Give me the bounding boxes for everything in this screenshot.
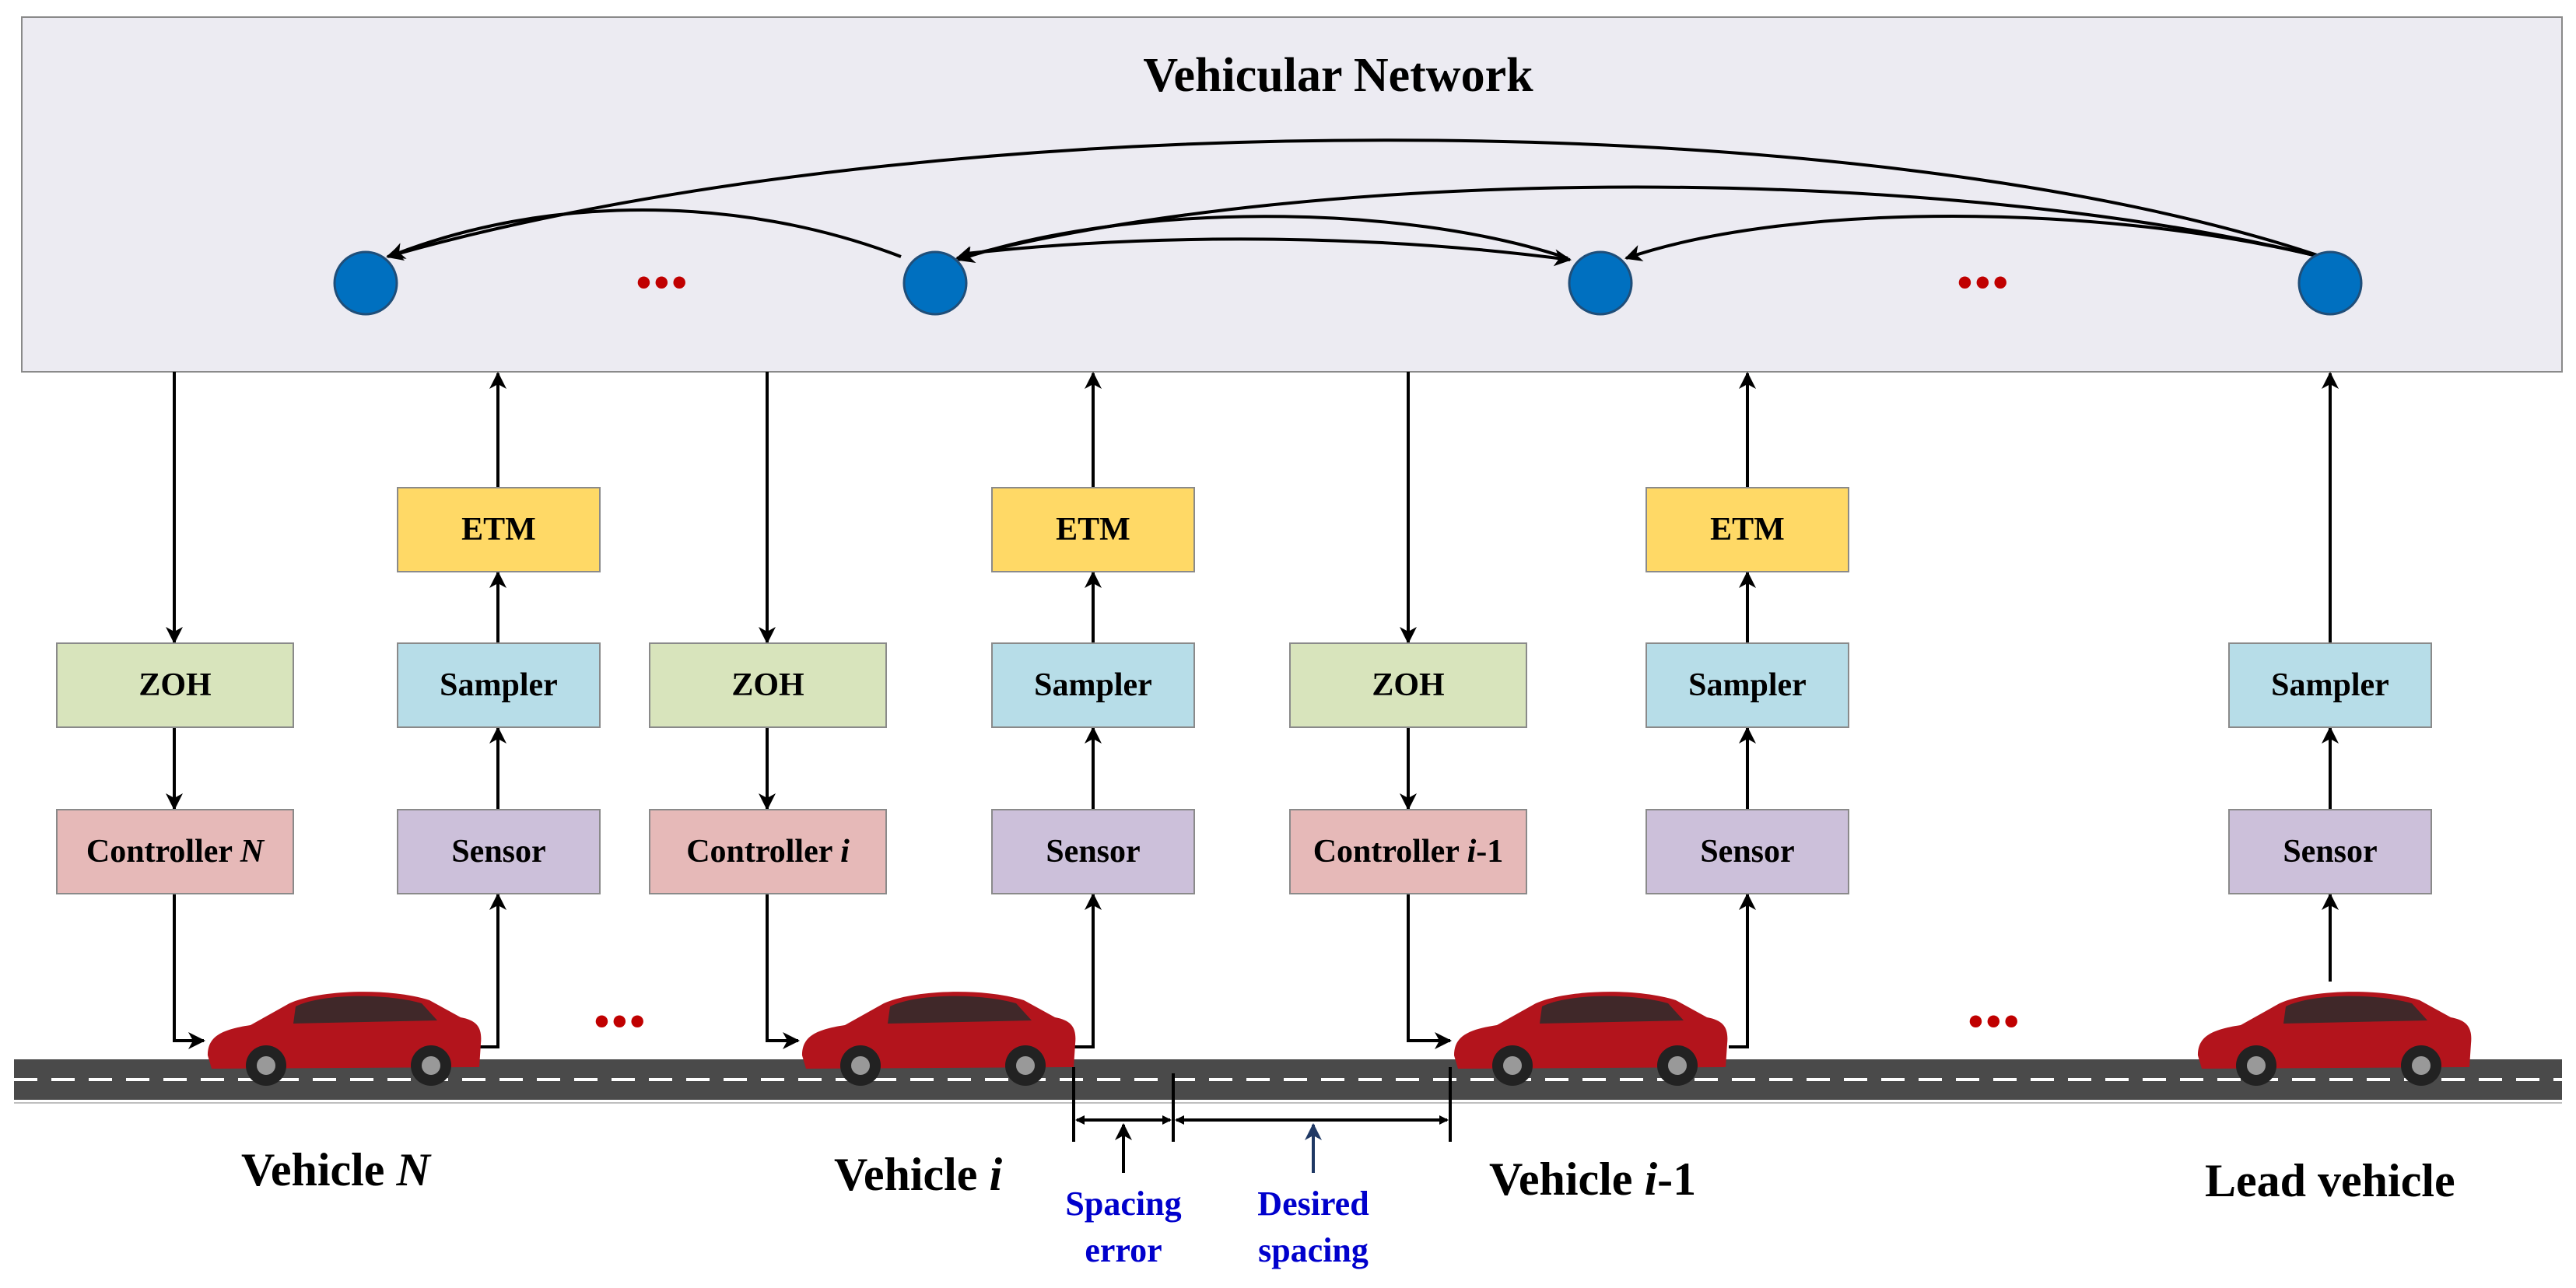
controller-label: Controller [686,834,841,870]
sensor-block-i1: Sensor [1645,809,1849,894]
edge-i-to-i1 [966,237,1572,267]
controller-block-i1: Controller i-1 [1289,809,1527,894]
network-node-i [902,250,968,316]
network-node-i1 [1568,250,1633,316]
controller-suffix: -1 [1476,834,1504,870]
spacing-dimension [1072,1067,1452,1173]
sensor-block-lead: Sensor [2228,809,2432,894]
controller-label: Controller [86,834,240,870]
network-title: Vehicular Network [1143,49,1533,102]
sampler-block-i1: Sampler [1645,642,1849,728]
controller-block-i: Controller i [649,809,887,894]
controller-index: i [1467,834,1477,870]
controller-label: Controller [1313,834,1467,870]
etm-block-i: ETM [991,487,1195,572]
link-controller-to-car-N [173,894,205,1049]
etm-block-i1: ETM [1645,487,1849,572]
zoh-block-i1: ZOH [1289,642,1527,728]
car-N [208,992,482,1086]
sampler-block-N: Sampler [397,642,601,728]
zoh-block-N: ZOH [56,642,294,728]
link-car-to-sensor-i [1074,893,1102,1048]
sensor-block-N: Sensor [397,809,601,894]
car-lead [2198,992,2472,1086]
link-controller-to-car-i1 [1407,894,1452,1049]
controller-block-N: Controller N [56,809,294,894]
vehicle-label-i1: Vehicle i-1 [1489,1153,1697,1205]
link-controller-to-car-i [766,894,800,1049]
network-node-lead [2297,250,2363,316]
etm-block-N: ETM [397,487,601,572]
edge-lead-to-i1 [1624,215,2327,261]
link-car-to-sensor-N [478,893,506,1048]
car-i1 [1454,992,1728,1086]
edge-i-to-N [387,208,902,259]
network-edges [386,138,2327,267]
vehicle-label-lead: Lead vehicle [2205,1155,2455,1206]
edge-lead-to-N [386,138,2327,261]
sampler-block-i: Sampler [991,642,1195,728]
edge-i1-to-i [957,215,1568,263]
network-ellipsis-right: ••• [1957,259,2011,306]
sensor-block-i: Sensor [991,809,1195,894]
zoh-block-i: ZOH [649,642,887,728]
network-ellipsis-left: ••• [636,259,690,306]
road-ellipsis-right: ••• [1968,998,2022,1045]
controller-index: N [240,834,265,870]
road-ellipsis-left: ••• [594,998,648,1045]
car-i [802,992,1076,1086]
vehicle-label-i: Vehicle i [834,1149,1003,1200]
controller-index: i [840,834,850,870]
link-car-to-sensor-i1 [1729,893,1756,1048]
sampler-block-lead: Sampler [2228,642,2432,728]
vehicle-label-N: Vehicle N [241,1144,430,1195]
network-panel [21,16,2563,373]
network-node-N [333,250,398,316]
